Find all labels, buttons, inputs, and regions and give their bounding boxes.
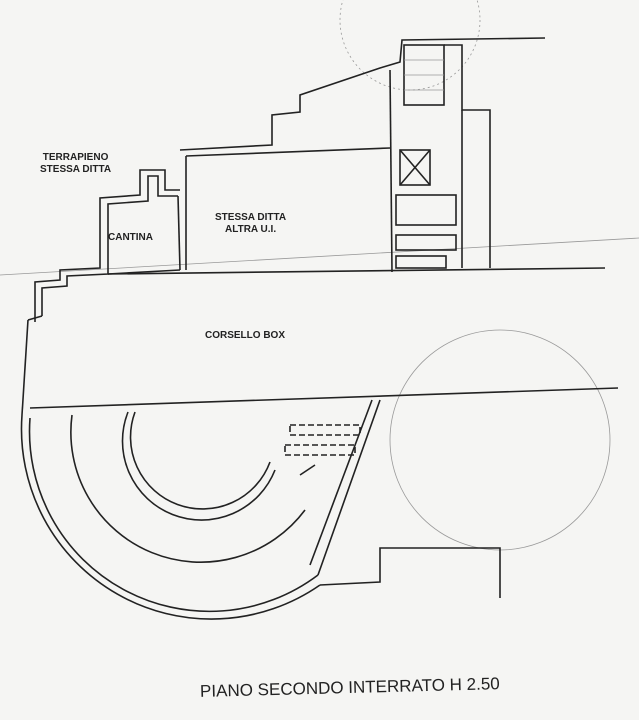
fold-line [0,237,639,276]
stair-core [395,44,491,269]
corsello-walls [21,267,619,416]
ramp [20,399,501,620]
label-corsello: CORSELLO BOX [205,330,286,341]
elevator-shaft [399,149,431,186]
label-altra-ui: STESSA DITTA ALTRA U.I. [215,212,286,236]
stessa-ditta-text: STESSA DITTA [215,212,287,223]
terrapieno-text: TERRAPIENO [42,152,109,163]
stamp-mark [339,0,481,91]
label-terrapieno: TERRAPIENO STESSA DITTA [40,152,111,176]
altra-ui-text: ALTRA U.I. [225,224,277,235]
faint-arc [389,329,611,551]
cantina-walls [34,169,181,322]
altra-ui-walls [179,37,546,273]
terrapieno-sub-text: STESSA DITTA [40,164,112,175]
label-cantina: CANTINA [108,232,153,243]
